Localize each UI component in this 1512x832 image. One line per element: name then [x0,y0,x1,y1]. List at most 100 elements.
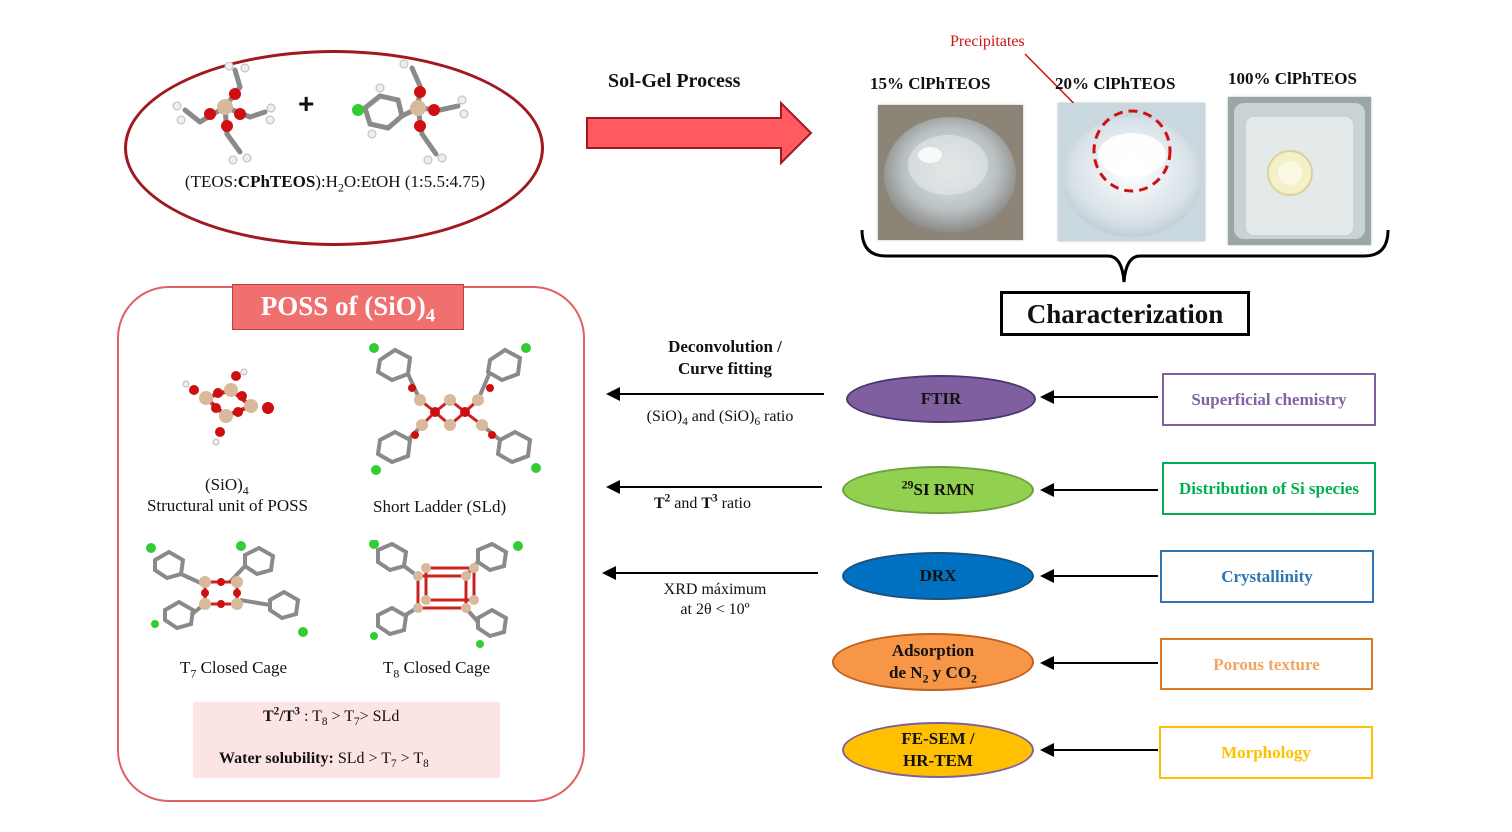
fesem-line: FE-SEM / [901,729,975,748]
property-label: Distribution of Si species [1179,479,1359,498]
ftir-node: FTIR [846,375,1036,423]
ladder-caption: Short Ladder (SLd) [373,497,507,516]
property-arrowhead [1040,569,1054,583]
ftir-result-top: Deconvolution / Curve fitting [630,336,820,380]
reaction-ellipse [124,50,544,246]
plus-sign: + [298,88,315,119]
property-label: Porous texture [1213,654,1320,674]
property-arrowhead [1040,743,1054,757]
ratio-part: : T [299,708,322,725]
drx-node-label: DRX [919,566,957,585]
rmn-part: 3 [712,492,718,505]
rmn-part: 2 [664,492,671,505]
t7-part: T [180,658,191,677]
property-label: Morphology [1221,743,1311,762]
sample-brace [860,229,1390,283]
rmn-node-sup: 29 [901,477,914,492]
ads-part: y CO [928,663,972,682]
property-arrow [1052,489,1158,491]
solubility-part: > T [396,750,424,767]
ratio-part: T [263,708,274,725]
t7-cage-structure-icon [146,541,308,637]
ftir-result-arrowhead [606,387,620,401]
teos-molecule-icon [172,62,276,165]
caption-part: (SiO) [205,475,243,494]
formula-part: 2 [337,180,344,195]
drx-node: DRX [842,552,1034,600]
fesem-node: FE-SEM / HR-TEM [842,722,1034,778]
adsorption-node: Adsorption de N2 y CO2 [832,633,1034,691]
ftir-result-arrow [618,393,824,395]
ads-part: 2 [922,671,929,686]
ftir-bottom-part: ratio [760,408,794,425]
property-crystallinity: Crystallinity [1160,550,1374,603]
rmn-node-label: SI RMN [913,480,975,499]
reaction-formula: (TEOS:CPhTEOS):H2O:EtOH (1:5.5:4.75) [175,172,495,195]
process-label: Sol-Gel Process [608,70,741,92]
ftir-bottom-part: 6 [754,416,761,429]
property-arrowhead [1040,656,1054,670]
drx-result-arrowhead [602,566,616,580]
ratio-part: 3 [294,705,300,718]
property-si-distribution: Distribution of Si species [1162,462,1376,515]
property-arrow [1052,662,1158,664]
t8-cage-structure-icon [369,540,523,648]
property-arrow [1052,575,1158,577]
ftir-result-line: Curve fitting [678,359,772,378]
short-ladder-structure-icon [369,343,541,475]
property-label: Superficial chemistry [1191,390,1347,409]
poss-title: POSS of (SiO)4 [232,284,464,330]
process-arrow-icon [586,100,813,166]
ratio-part: 7 [354,716,360,729]
adsorption-line: Adsorption [891,641,975,660]
property-morphology: Morphology [1159,726,1373,779]
caption-part: 4 [242,483,249,498]
rmn-part: T [654,495,665,512]
rmn-result-text: T2 and T3 ratio [654,492,751,513]
solubility-line: Water solubility: SLd > T7 > T8 [219,750,429,771]
t7-part: Closed Cage [196,658,287,677]
precipitates-label: Precipitates [950,33,1025,50]
property-porous-texture: Porous texture [1160,638,1373,690]
cphteos-molecule-icon [352,59,469,165]
ftir-result-line: Deconvolution / [668,337,782,356]
t7-part: 7 [190,666,197,681]
formula-part: CPhTEOS [237,172,316,191]
drx-result-text: XRD máximum at 2θ < 10º [620,580,810,620]
sample-photo-15 [878,105,1023,240]
ads-part: de N [889,663,923,682]
solubility-label: Water solubility: [219,750,334,767]
ftir-bottom-part: 4 [682,416,688,429]
ratio-part: 8 [321,716,328,729]
sample-label: 20% ClPhTEOS [1055,74,1176,93]
ratio-part: > T [327,708,355,725]
sample-label: 15% ClPhTEOS [870,74,991,93]
characterization-title: Characterization [1000,291,1250,336]
sample-label: 100% ClPhTEOS [1228,69,1357,88]
property-arrowhead [1040,483,1054,497]
sio4-caption-line: (SiO)4 [120,474,335,498]
sio4-caption: (SiO)4 Structural unit of POSS [120,474,335,516]
t8-caption: T8 Closed Cage [383,658,490,679]
ratio-line: T2/T3 : T8 > T7> SLd [263,705,400,729]
drx-result-line: at 2θ < 10º [680,601,750,618]
rmn-result-arrowhead [606,480,620,494]
sample-photo-100 [1228,97,1371,245]
solubility-part: SLd > T [333,750,392,767]
property-arrow [1052,396,1158,398]
sio4-caption-line: Structural unit of POSS [146,496,309,515]
rmn-part: and [670,495,702,512]
drx-result-arrow [614,572,818,574]
sample-photo-20 [1058,103,1205,241]
poss-title-sub: 4 [425,305,436,327]
ratio-part: > SLd [359,708,400,725]
drx-result-line: XRD máximum [663,581,767,598]
ads-part: 2 [971,671,977,686]
poss-title-text: POSS of (SiO) [260,291,426,321]
fesem-line: HR-TEM [903,751,973,770]
solubility-part: 8 [423,758,429,771]
rmn-result-arrow [618,486,822,488]
t7-caption: T7 Closed Cage [180,658,287,681]
formula-part: (TEOS: [184,172,238,191]
t8-part: Closed Cage [399,658,490,677]
